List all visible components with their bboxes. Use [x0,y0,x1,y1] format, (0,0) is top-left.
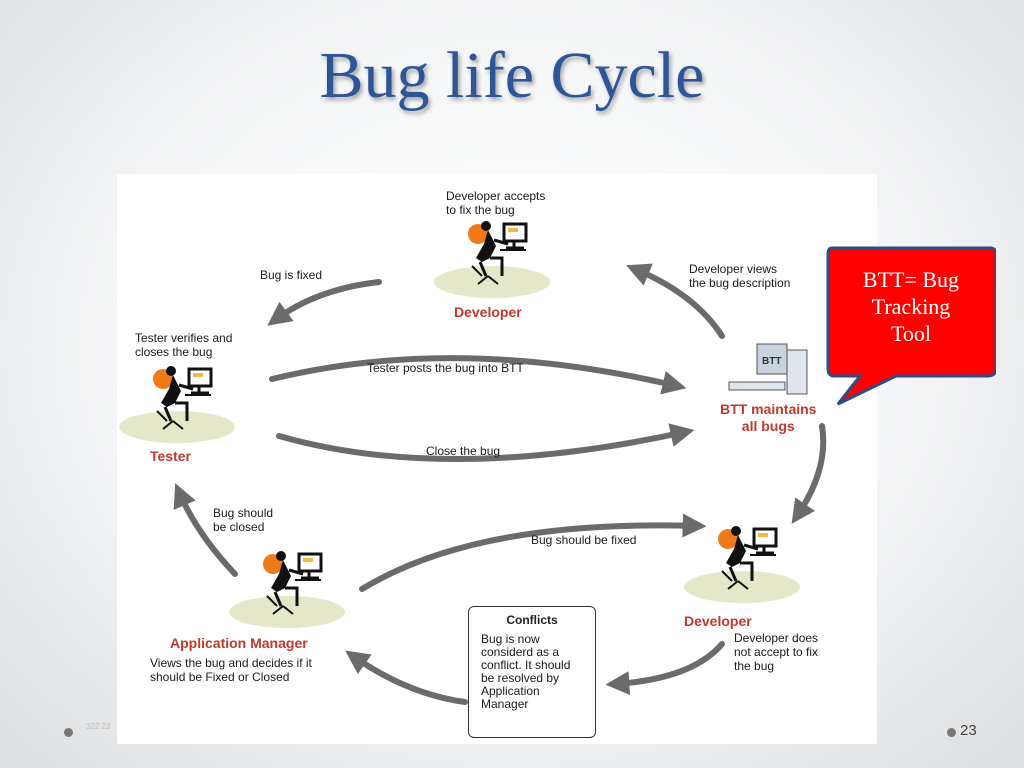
slide-title: Bug life Cycle [319,39,705,112]
label-dev-views: Developer views the bug description [689,262,791,290]
btt-callout [826,246,996,406]
page-number: 23 [960,722,977,739]
btt-computer-icon: BTT [728,343,808,395]
btt-monitor-label: BTT [762,356,781,367]
label-manager-views: Views the bug and decides if it should b… [150,656,312,684]
label-dev-accepts: Developer accepts to fix the bug [446,189,546,217]
label-tester-posts: Tester posts the bug into BTT [367,361,524,375]
diagram-graphics: BTT [117,219,827,705]
developer-bottom-figure [682,524,802,605]
role-app-manager: Application Manager [170,635,308,651]
label-bug-should-fixed: Bug should be fixed [531,533,637,547]
role-developer-bottom: Developer [684,613,752,629]
label-tester-verifies: Tester verifies and closes the bug [135,331,233,359]
flow-arrows [173,263,827,705]
conflicts-title: Conflicts [506,613,558,627]
role-btt: BTT maintains all bugs [720,401,817,434]
label-bug-should-closed: Bug should be closed [213,506,274,534]
tester-figure [117,364,237,445]
footer-small-text: 322 23 [86,722,111,731]
conflicts-box: Conflicts Bug is now considerd as a conf… [468,606,596,738]
footer-left-dot [64,728,73,737]
footer-right-dot [947,728,956,737]
app-manager-figure [227,549,347,630]
callout-text: BTT= Bug Tracking Tool [862,267,960,346]
conflicts-text: Bug is now considerd as a conflict. It s… [481,632,571,711]
label-close-bug: Close the bug [426,444,501,458]
role-tester: Tester [150,448,191,464]
label-dev-not-accept: Developer does not accept to fix the bug [734,631,819,673]
bug-lifecycle-diagram: BTT Developer accepts to fix the bug Bug… [117,174,877,744]
developer-top-figure [432,219,552,300]
label-bug-fixed: Bug is fixed [260,268,323,282]
role-developer-top: Developer [454,304,522,320]
